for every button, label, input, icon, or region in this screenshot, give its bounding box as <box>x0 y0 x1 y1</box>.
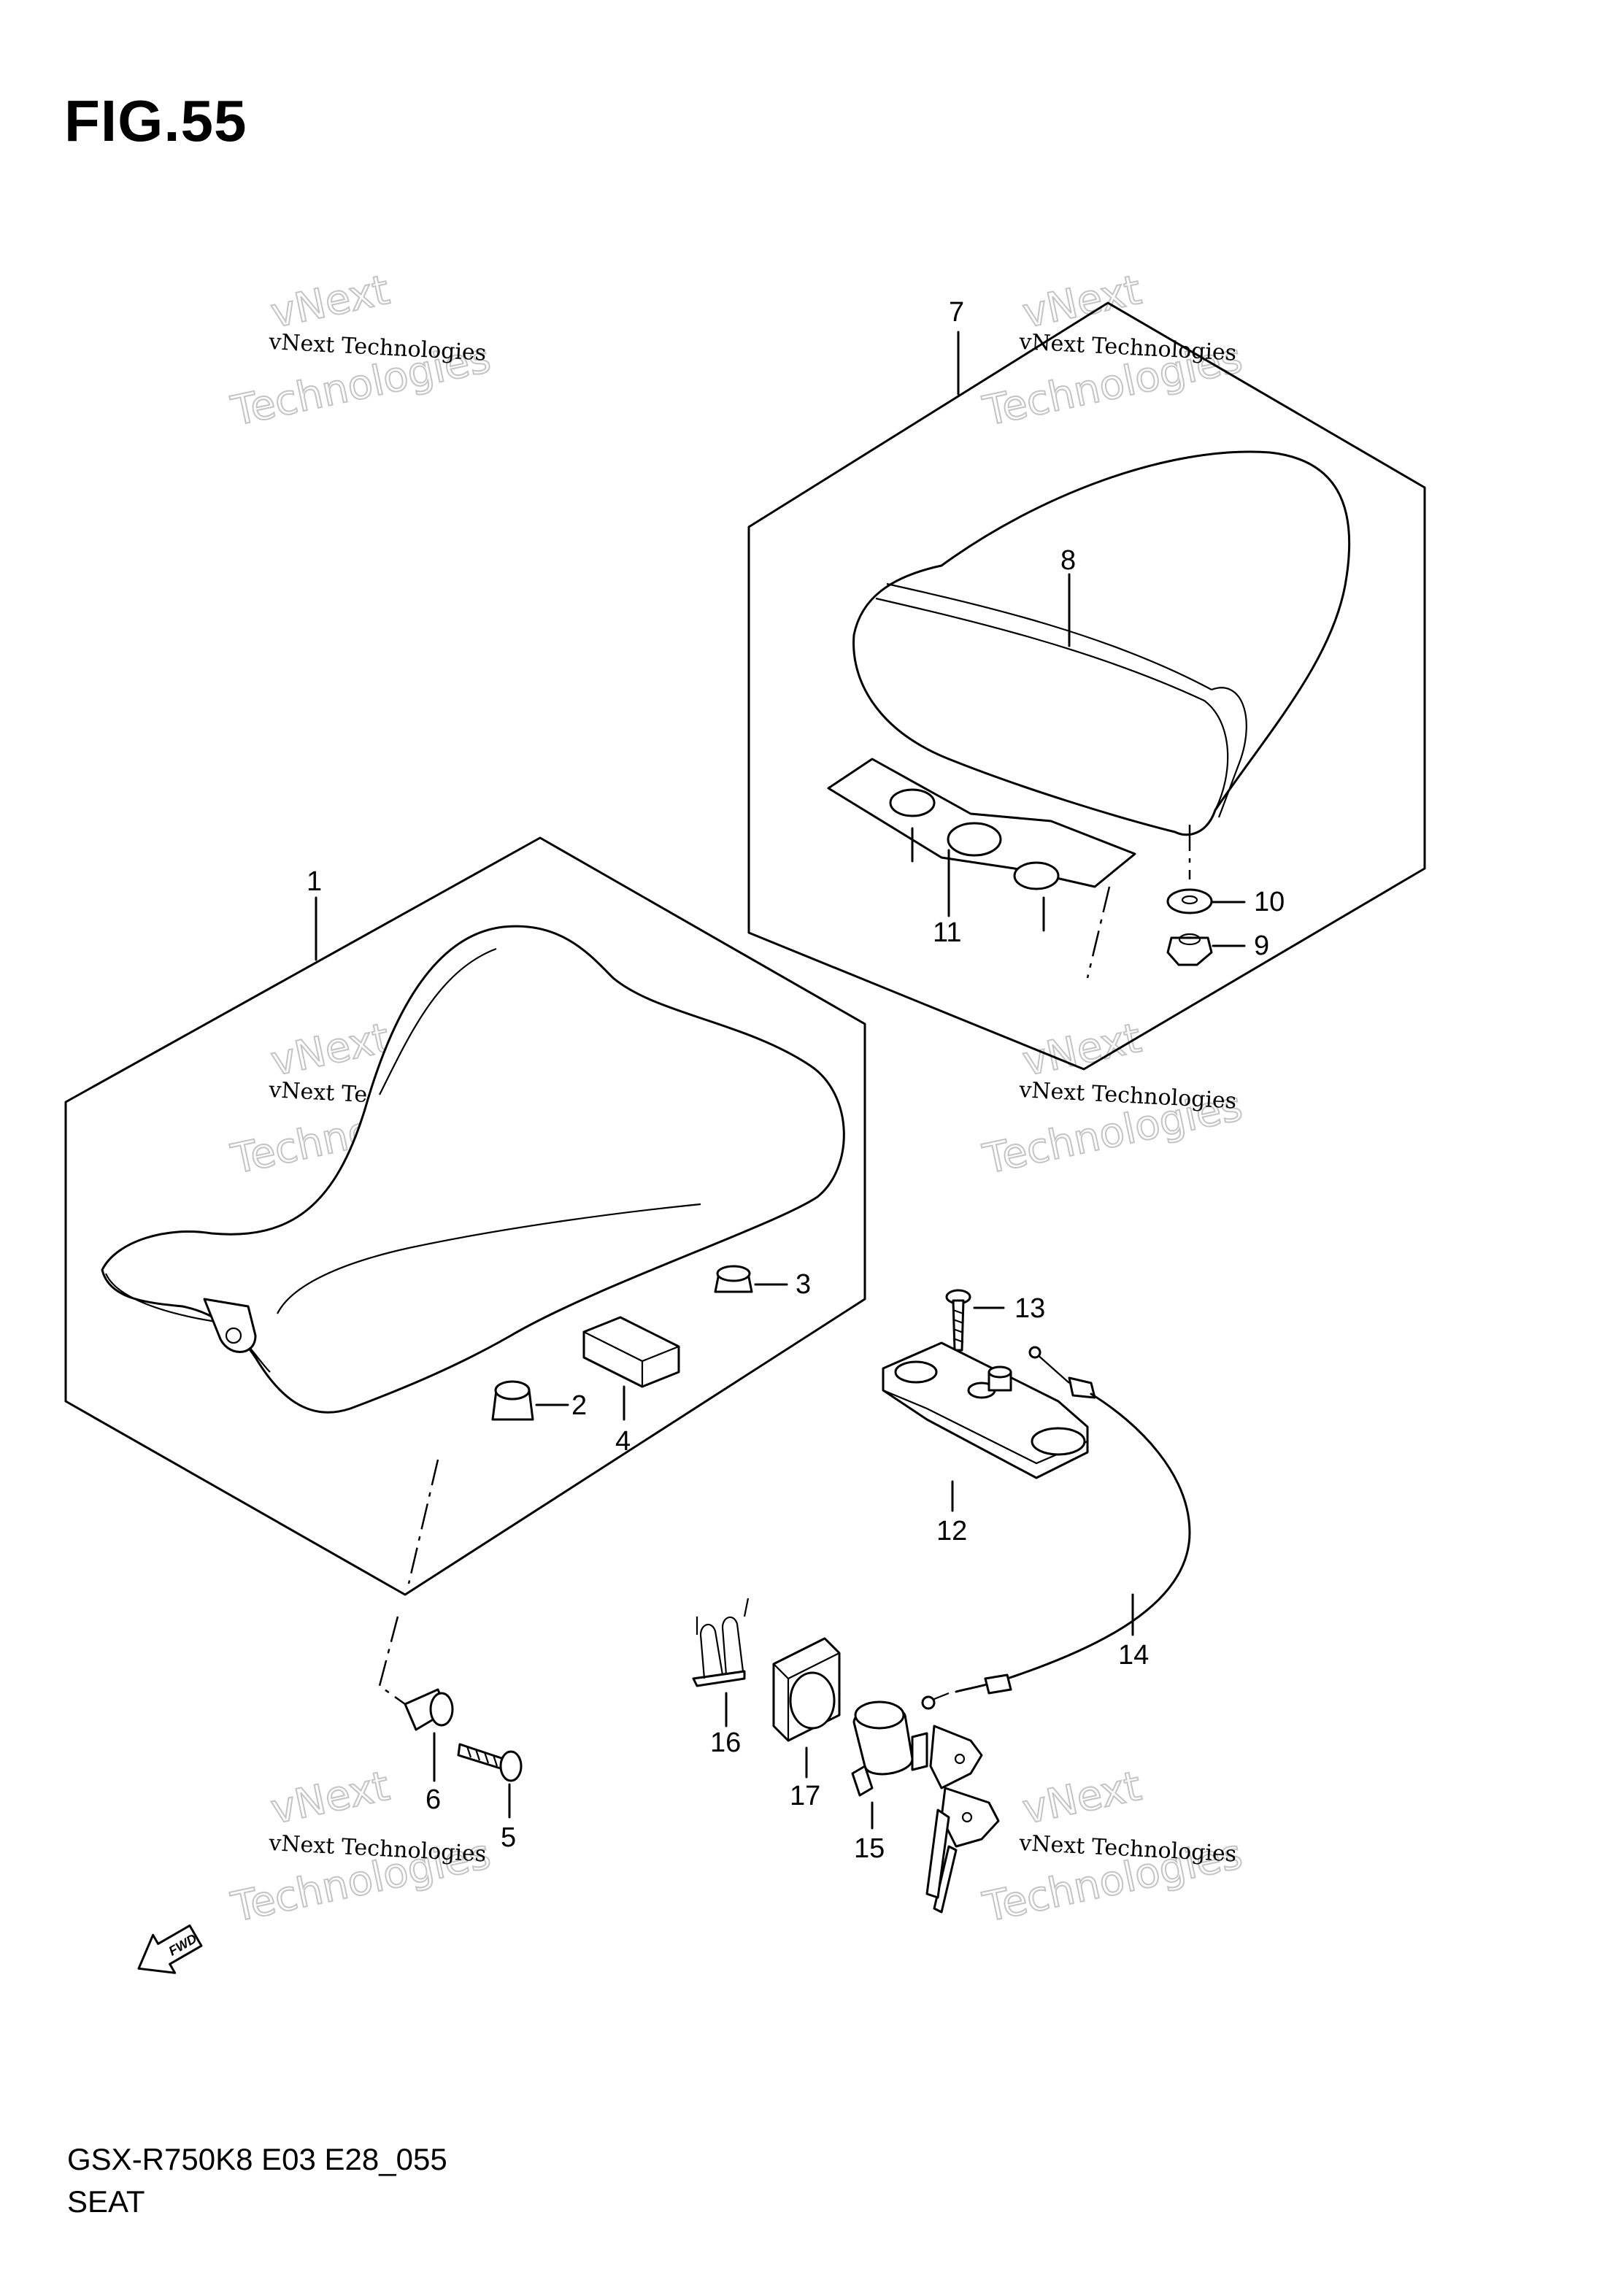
callout-5: 5 <box>501 1822 516 1853</box>
svg-text:vNext: vNext <box>1019 266 1146 338</box>
callout-3: 3 <box>796 1269 811 1300</box>
part-9-nut <box>1166 936 1213 966</box>
callout-13: 13 <box>1014 1293 1045 1324</box>
part-17-plate <box>772 1637 841 1779</box>
part-14-cable <box>921 1346 1191 1710</box>
callout-17: 17 <box>790 1781 820 1811</box>
callout-12: 12 <box>936 1516 967 1546</box>
fwd-arrow-icon: FWD <box>137 1924 203 1974</box>
figure-name: SEAT <box>67 2184 145 2219</box>
callout-6: 6 <box>426 1784 441 1815</box>
callout-16: 16 <box>710 1727 741 1758</box>
callout-1: 1 <box>307 866 322 897</box>
part-5-bolt <box>457 1743 523 1819</box>
part-8-seat-cover <box>852 450 1351 836</box>
part-16-clip <box>692 1598 750 1727</box>
rear-seat-group <box>747 301 1426 1071</box>
callout-15: 15 <box>854 1833 885 1864</box>
part-15-lock-set <box>851 1700 1000 1914</box>
figure-code: GSX-R750K8 E03 E28_055 <box>67 2142 447 2176</box>
callout-labels: 1 2 3 4 5 6 7 8 9 10 11 12 13 14 15 16 1… <box>307 297 1285 1864</box>
front-seat-box-outline <box>64 836 866 1596</box>
callout-7: 7 <box>949 297 964 328</box>
callout-10: 10 <box>1254 887 1285 917</box>
callout-8: 8 <box>1060 545 1076 576</box>
figure-title: FIG.55 <box>64 88 247 153</box>
part-1-seat <box>101 925 845 1414</box>
part-4-pad <box>582 1316 680 1388</box>
part-12-latch <box>882 1341 1089 1512</box>
front-seat-group <box>64 836 866 1706</box>
callout-4: 4 <box>615 1426 631 1457</box>
callout-9: 9 <box>1254 931 1269 961</box>
svg-text:vNext: vNext <box>267 1763 394 1834</box>
svg-text:vNext: vNext <box>1019 1763 1146 1834</box>
rear-seat-box-outline <box>747 301 1426 1071</box>
part-10-washer <box>1166 888 1213 914</box>
callout-11: 11 <box>933 917 961 948</box>
svg-text:vNext: vNext <box>267 1014 394 1086</box>
callout-2: 2 <box>571 1390 587 1421</box>
callout-14: 14 <box>1118 1640 1149 1671</box>
svg-text:vNext: vNext <box>267 266 394 338</box>
part-13-screw <box>945 1289 1005 1352</box>
